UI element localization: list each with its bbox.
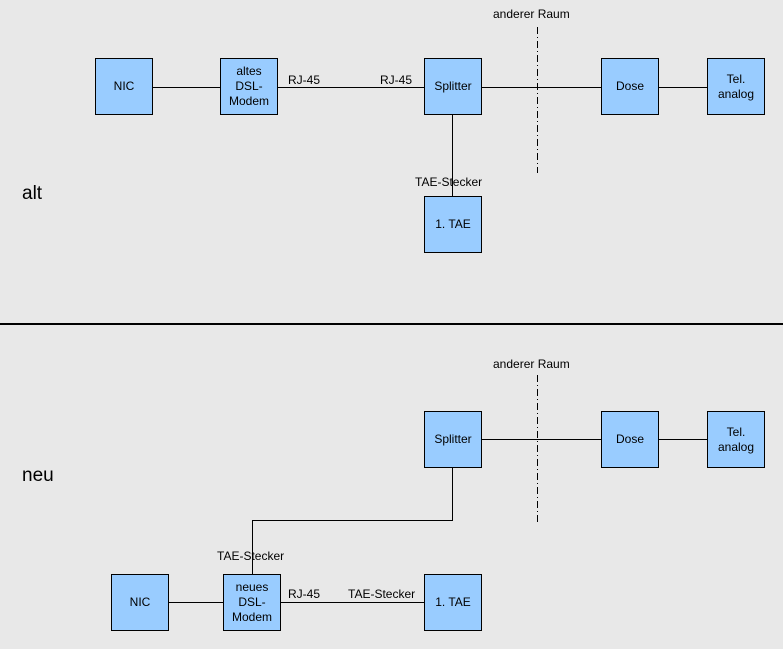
node-neu-dose: Dose	[601, 411, 659, 468]
node-alt-1-tae: 1. TAE	[424, 196, 482, 253]
room-label-neu: anderer Raum	[493, 357, 570, 371]
edge-label-neu-rj45: RJ-45	[288, 587, 321, 601]
node-alt-dose: Dose	[601, 58, 659, 115]
edge-label-alt-rj45-b: RJ-45	[380, 73, 413, 87]
node-neu-splitter: Splitter	[424, 411, 482, 468]
edge-label-neu-tae-stecker-tae: TAE-Stecker	[348, 587, 416, 601]
node-neu-tel-analog: Tel. analog	[707, 411, 765, 468]
node-alt-dsl-modem: altes DSL- Modem	[220, 58, 278, 115]
node-neu-nic: NIC	[111, 574, 169, 631]
edge-label-alt-rj45-a: RJ-45	[288, 73, 321, 87]
node-alt-nic: NIC	[95, 58, 153, 115]
edge-label-neu-tae-stecker-modem: TAE-Stecker	[217, 549, 285, 563]
edge-label-alt-tae-stecker: TAE-Stecker	[415, 175, 483, 189]
node-neu-1-tae: 1. TAE	[424, 574, 482, 631]
node-alt-tel-analog: Tel. analog	[707, 58, 765, 115]
section-alt-label: alt	[22, 183, 43, 204]
node-neu-dsl-modem: neues DSL- Modem	[223, 574, 281, 631]
room-label-alt: anderer Raum	[493, 7, 570, 21]
node-alt-splitter: Splitter	[424, 58, 482, 115]
section-neu-label: neu	[22, 465, 54, 486]
